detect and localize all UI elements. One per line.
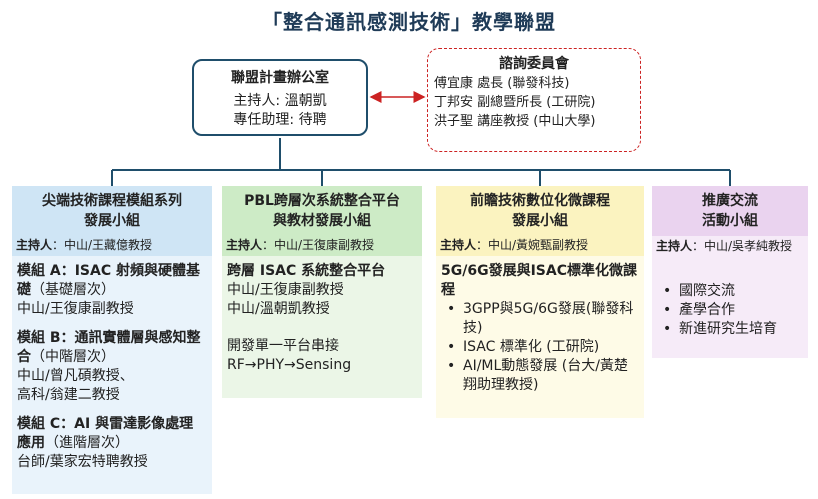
advisory-name: 諮詢委員會	[499, 56, 569, 72]
course-items: 3GPP與5G/6G發展(聯發科技) ISAC 標準化 (工研院) AI/ML動…	[441, 300, 639, 395]
group-4-title: 推廣交流 活動小組	[652, 186, 808, 236]
list-item: 3GPP與5G/6G發展(聯發科技)	[441, 300, 639, 338]
list-item: ISAC 標準化 (工研院)	[441, 338, 639, 357]
advisory-committee-box: 諮詢委員會 傅宜康 處長 (聯發科技) 丁邦安 副總暨所長 (工研院) 洪子聖 …	[427, 48, 641, 152]
group-2-host: 主持人：中山/王復康副教授	[222, 236, 422, 256]
platform-title: 跨層 ISAC 系統整合平台	[227, 263, 386, 279]
list-item: 國際交流	[657, 282, 803, 301]
group-3-title: 前瞻技術數位化微課程 發展小組	[436, 186, 644, 236]
page-title: 「整合通訊感測技術」教學聯盟	[262, 10, 556, 34]
course-title: 5G/6G發展與ISAC標準化微課程	[441, 263, 637, 298]
module-a: 模組 A：ISAC 射頻與硬體基礎（基礎層次） 中山/王復康副教授	[17, 263, 200, 317]
group-2-title: PBL跨層次系統整合平台 與教材發展小組	[222, 186, 422, 236]
group-3-body: 5G/6G發展與ISAC標準化微課程 3GPP與5G/6G發展(聯發科技) IS…	[436, 256, 644, 418]
office-assistant: 專任助理: 待聘	[233, 112, 327, 128]
office-name: 聯盟計畫辦公室	[231, 70, 329, 86]
advisory-member: 傅宜康 處長 (聯發科技)	[434, 76, 570, 91]
list-item: 產學合作	[657, 301, 803, 320]
group-1-host: 主持人：中山/王藏億教授	[12, 236, 212, 256]
advisory-member: 丁邦安 副總暨所長 (工研院)	[434, 95, 596, 110]
group-4-host: 主持人：中山/吳孝純教授	[652, 236, 808, 276]
group-4-body: 國際交流 產學合作 新進研究生培育	[652, 276, 808, 358]
group-1-body: 模組 A：ISAC 射頻與硬體基礎（基礎層次） 中山/王復康副教授 模組 B：通…	[12, 256, 212, 494]
advisory-member: 洪子聖 講座教授 (中山大學)	[434, 114, 596, 129]
list-item: 新進研究生培育	[657, 320, 803, 339]
group-2-body: 跨層 ISAC 系統整合平台 中山/王復康副教授 中山/溫朝凱教授 開發單一平台…	[222, 256, 422, 398]
group-1-title: 尖端技術課程模組系列 發展小組	[12, 186, 212, 236]
activity-items: 國際交流 產學合作 新進研究生培育	[657, 282, 803, 339]
group-3-host: 主持人：中山/黃婉甄副教授	[436, 236, 644, 256]
alliance-office-box: 聯盟計畫辦公室 主持人: 溫朝凱 專任助理: 待聘	[192, 59, 368, 136]
list-item: AI/ML動態發展 (台大/黃楚翔助理教授)	[441, 357, 639, 395]
office-host: 主持人: 溫朝凱	[233, 93, 327, 109]
module-c: 模組 C：AI 與雷達影像處理應用（進階層次） 台師/葉家宏特聘教授	[17, 416, 194, 470]
module-b: 模組 B：通訊實體層與感知整合（中階層次） 中山/曾凡碩教授、 高科/翁建二教授	[17, 330, 201, 403]
